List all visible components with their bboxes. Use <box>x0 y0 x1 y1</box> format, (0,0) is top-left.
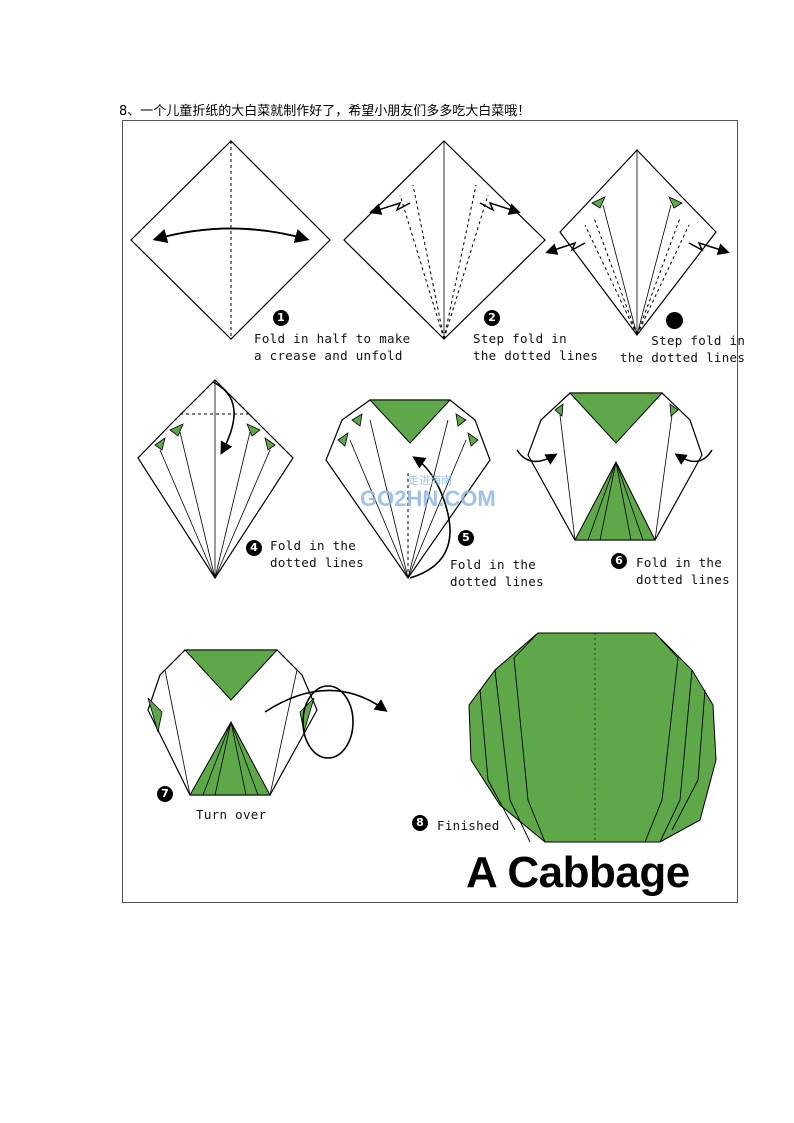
step7-label: Turn over <box>196 807 267 822</box>
step3-number <box>666 312 683 329</box>
step6-number: 6 <box>611 553 627 569</box>
caption-text: 8、一个儿童折纸的大白菜就制作好了，希望小朋友们多多吃大白菜哦！ <box>119 104 531 119</box>
step4-figure <box>137 379 294 580</box>
watermark-main: GO2HN.COM <box>360 486 496 511</box>
step2-label: Step fold in the dotted lines <box>473 331 599 363</box>
watermark-sub: 走进海南 <box>408 475 452 487</box>
step4-label: Fold in the dotted lines <box>270 538 364 570</box>
step1-label: Fold in half to make a crease and unfold <box>254 331 411 363</box>
step1-number: 1 <box>273 310 289 326</box>
diagram-title: A Cabbage <box>466 848 690 897</box>
step8-figure <box>468 632 717 843</box>
step8-number: 8 <box>412 815 428 831</box>
step7-figure <box>147 649 388 796</box>
step3-figure <box>545 149 730 336</box>
step5-label: Fold in the dotted lines <box>450 557 544 589</box>
watermark-logo: GO2HN.COM 走进海南 <box>360 475 496 512</box>
step8-label: Finished <box>437 818 500 833</box>
step3-label: Step fold in the dotted lines <box>620 333 746 365</box>
step2-number: 2 <box>484 310 500 326</box>
step5-figure <box>325 399 491 580</box>
step1-figure <box>130 140 331 340</box>
step7-number: 7 <box>157 786 173 802</box>
step5-number: 5 <box>458 530 474 546</box>
step4-number: 4 <box>246 540 262 556</box>
step2-figure <box>343 140 546 340</box>
step6-label: Fold in the dotted lines <box>636 555 730 587</box>
step6-figure <box>516 392 713 541</box>
